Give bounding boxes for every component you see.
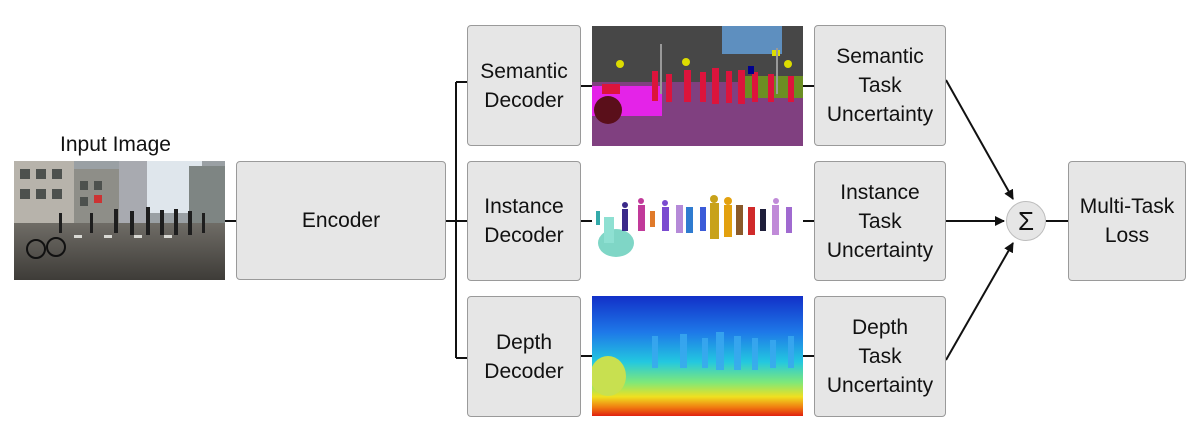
depth-decoder-box: Depth Decoder (467, 296, 581, 417)
encoder-box: Encoder (236, 161, 446, 280)
semantic-segmentation-map (592, 26, 803, 146)
input-image (14, 161, 225, 280)
multi-task-loss-box: Multi-Task Loss (1068, 161, 1186, 281)
semantic-task-uncertainty-box: Semantic Task Uncertainty (814, 25, 946, 146)
semantic-decoder-box: Semantic Decoder (467, 25, 581, 146)
instance-segmentation-map (592, 161, 803, 281)
instance-task-uncertainty-box: Instance Task Uncertainty (814, 161, 946, 281)
depth-task-uncertainty-box: Depth Task Uncertainty (814, 296, 946, 417)
depth-uncertainty-arrow (946, 243, 1013, 360)
depth-map (592, 296, 803, 416)
semantic-uncertainty-arrow (946, 80, 1013, 199)
summation-node: Σ (1006, 201, 1046, 241)
input-image-caption: Input Image (14, 133, 217, 157)
instance-decoder-box: Instance Decoder (467, 161, 581, 281)
